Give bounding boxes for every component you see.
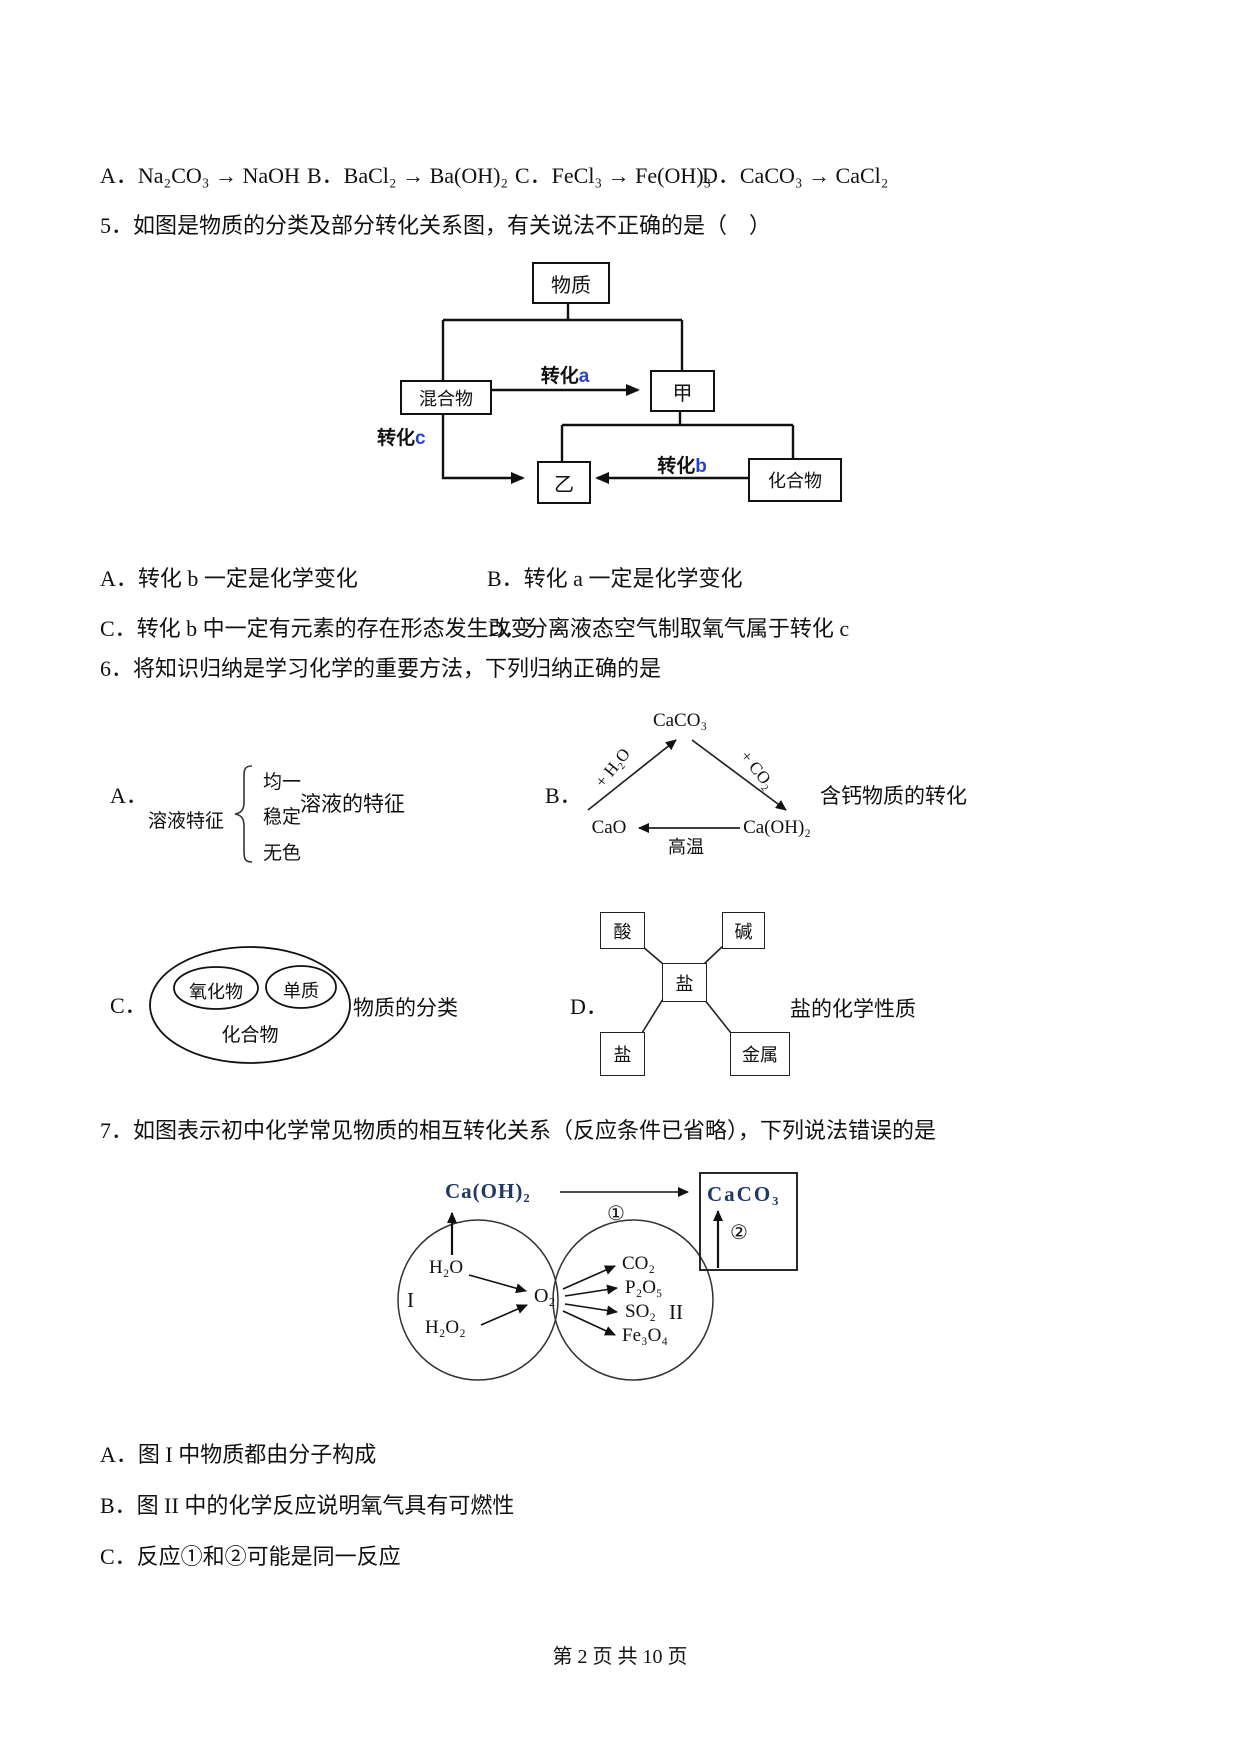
prev-option-d: D．CaCO₃ → CaCl₂ [702,163,889,188]
q7-so2: SO₂ [625,1301,656,1322]
q6-b-caption: 含钙物质的转化 [820,785,967,808]
q7-h2o2: H₂O₂ [425,1317,466,1338]
q5-stem: 5．如图是物质的分类及部分转化关系图，有关说法不正确的是（ ） [100,213,772,238]
q7-caco3: CaCO₃ [707,1182,781,1206]
q6-option-a-diagram: A． 溶液特征 均一 稳定 无色 溶液的特征 [100,762,440,872]
q7-h2o: H₂O [429,1257,464,1278]
q5-conv-c-letter: c [415,428,426,449]
q6-d-caption: 盐的化学性质 [790,998,916,1021]
q6-option-d-label: D． [570,994,608,1019]
prev-option-a: A．Na₂CO₃ → NaOH [100,163,300,188]
q5-label-conversion-c: 转化c [377,423,426,450]
q6-b-arrow-up [587,739,677,811]
q6-b-gaowen: 高温 [668,837,704,857]
q7-arrow-o2-co2 [562,1265,616,1290]
q6-c-element: 单质 [283,981,319,1001]
q6-c-oxide: 氧化物 [189,982,243,1002]
q6-d-salt-center: 盐 [662,963,707,1002]
prev-option-c: C．FeCl₃ → Fe(OH)₃ [515,163,712,188]
q6-a-brace [234,765,253,863]
q7-option-c: C．反应①和②可能是同一反应 [100,1544,401,1569]
q6-option-c-diagram: C． 氧化物 单质 化合物 物质的分类 [100,940,580,1070]
q5-label-conversion-b: 转化b [637,451,727,478]
q7-zone-label-1: I [407,1288,414,1312]
q5-node-compound: 化合物 [748,458,842,502]
prev-option-b: B．BaCl₂ → Ba(OH)₂ [307,163,509,188]
q7-p2o5: P₂O₅ [625,1277,663,1298]
q5-arrow-c [441,410,525,484]
page-footer: 第 2 页 共 10 页 [552,1646,688,1668]
q6-b-caoh2: Ca(OH)₂ [743,817,811,838]
q6-d-acid: 酸 [600,912,645,949]
q7-caco3-box [699,1172,798,1271]
q6-b-arrow-down [691,739,787,811]
q6-a-root: 溶液特征 [148,811,225,832]
q7-diagram: Ca(OH)₂ ① CaCO₃ ② H₂O H₂O₂ I O₂ CO₂ P₂O₅… [385,1165,825,1395]
q5-option-d: D．分离液态空气制取氧气属于转化 c [488,616,850,641]
q7-arrow-h2o2-o2 [480,1304,528,1326]
q6-option-b-diagram: B． CaCO₃ + H₂O + CO₂ CaO Ca(OH)₂ 高温 含钙物质… [540,700,1010,860]
q7-caoh2: Ca(OH)₂ [445,1179,531,1203]
q6-option-c-label: C． [110,993,147,1018]
q7-circle-one [397,1219,559,1381]
q5-diagram: 物质 混合物 甲 乙 化合物 转化a 转化b 转化c [375,255,850,510]
q7-reaction-2: ② [730,1222,748,1244]
q5-conv-a-letter: a [578,366,590,387]
q6-b-cao: CaO [591,817,627,838]
q6-c-oxide-ellipse [173,966,259,1010]
q6-d-lines [641,945,732,1034]
q6-a-item-2: 稳定 [263,807,302,828]
q5-label-conversion-a: 转化a [520,361,610,388]
q7-reaction-1: ① [607,1203,625,1225]
q7-stem: 7．如图表示初中化学常见物质的相互转化关系（反应条件已省略），下列说法错误的是 [100,1118,937,1143]
q5-node-jia: 甲 [650,370,715,412]
q5-conv-b-prefix: 转化 [657,456,696,477]
q6-a-item-3: 无色 [263,843,302,864]
q6-c-ellipses [149,946,351,1064]
q6-b-arrows [587,739,787,833]
q5-node-mixture: 混合物 [400,380,492,415]
q5-node-substance: 物质 [532,262,610,304]
q7-arrow-o2-so2 [564,1303,618,1316]
q7-shapes [397,1172,798,1381]
q6-d-salt: 盐 [600,1032,645,1076]
q7-fe3o4: Fe₃O₄ [622,1325,668,1346]
q7-o2: O₂ [534,1285,556,1307]
q7-circle-two [552,1219,714,1381]
q7-arrow-o2-p2o5 [564,1284,618,1297]
q6-c-outer-ellipse [149,946,351,1064]
q7-zone-label-2: II [669,1300,683,1324]
q6-stem: 6．将知识归纳是学习化学的重要方法，下列归纳正确的是 [100,656,662,681]
q7-co2: CO₂ [622,1253,656,1274]
q7-option-a: A．图 I 中物质都由分子构成 [100,1442,377,1467]
q6-option-d-diagram: D． 酸 碱 盐 盐 金属 盐的化学性质 [560,905,1010,1080]
q6-a-item-1: 均一 [263,772,302,793]
q6-c-compound: 化合物 [221,1025,279,1046]
q5-conv-c-prefix: 转化 [377,428,416,449]
q6-b-caco3: CaCO₃ [652,710,708,731]
q7-arrow-h2o-o2 [468,1274,527,1294]
q5-conv-b-letter: b [695,456,707,477]
q5-option-a: A．转化 b 一定是化学变化 [100,566,358,591]
q6-c-element-ellipse [265,965,337,1009]
q5-conv-a-prefix: 转化 [540,366,579,387]
q6-d-metal: 金属 [730,1032,790,1076]
q6-c-caption: 物质的分类 [353,997,458,1020]
q6-d-base: 碱 [722,912,765,949]
q5-node-yi: 乙 [537,461,591,504]
q6-option-a-label: A． [110,783,148,808]
q6-option-b-label: B． [545,783,582,808]
q5-option-b: B．转化 a 一定是化学变化 [487,566,743,591]
q7-arrow-o2-fe3o4 [562,1310,616,1336]
q6-a-caption: 溶液的特征 [300,793,405,816]
q7-option-b: B．图 II 中的化学反应说明氧气具有可燃性 [100,1493,515,1518]
q5-option-c: C．转化 b 中一定有元素的存在形态发生改变 [100,616,533,641]
